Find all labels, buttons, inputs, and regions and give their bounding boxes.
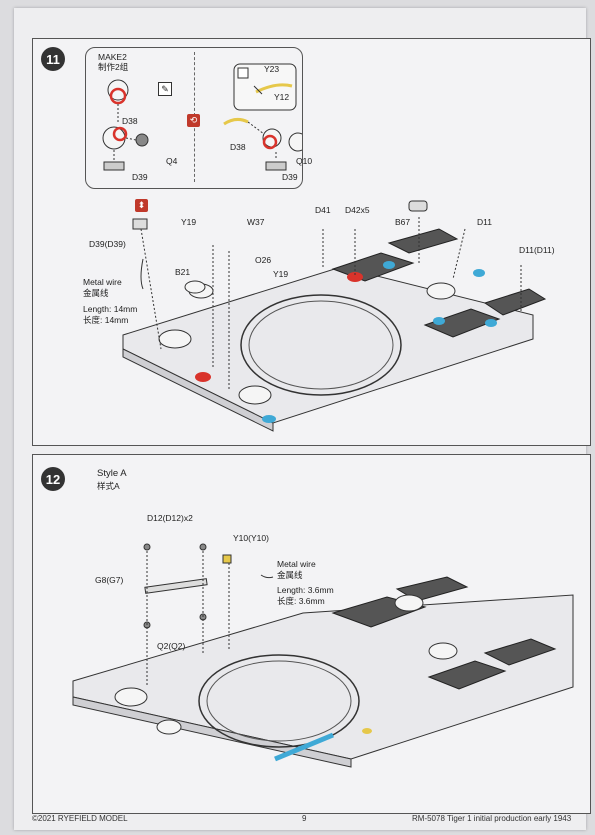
metal-wire-label: Metal wire	[83, 277, 122, 287]
part-y19-bottom: Y19	[273, 269, 289, 279]
step-12-panel: 12 Style A 样式A	[32, 454, 591, 814]
step-number: 11	[41, 47, 65, 71]
subassembly-drawing	[102, 63, 302, 171]
wire-length: Length: 3.6mm	[277, 585, 334, 595]
part-b21: B21	[175, 267, 191, 277]
step-11-panel: 11 MAKE2 制作2组 ✎ ⟲	[32, 38, 591, 446]
part-w37: W37	[247, 217, 265, 227]
hull-deck-drawing	[72, 543, 574, 768]
part-b67: B67	[395, 217, 411, 227]
part-d39-right: D39	[282, 172, 298, 182]
part-d11: D11	[477, 217, 492, 227]
flip-icon: ⬍	[135, 199, 148, 212]
part-d39-left: D39	[132, 172, 148, 182]
make-label: MAKE2	[98, 52, 127, 62]
part-y19-top: Y19	[181, 217, 197, 227]
make-label-cn: 制作2组	[98, 62, 129, 72]
part-d38-right: D38	[230, 142, 246, 152]
part-d39: D39(D39)	[89, 239, 126, 249]
metal-wire-label-cn: 金属线	[83, 288, 109, 298]
wire-length-cn: 长度: 14mm	[83, 315, 129, 325]
style-label-cn: 样式A	[97, 481, 120, 491]
wire-length-cn: 长度: 3.6mm	[277, 596, 325, 606]
style-label: Style A	[97, 468, 127, 479]
rotate-icon: ⟲	[187, 114, 200, 127]
part-d41: D41	[315, 205, 331, 215]
part-q4: Q4	[166, 156, 178, 166]
wire-length: Length: 14mm	[83, 304, 138, 314]
part-y12: Y12	[274, 92, 290, 102]
metal-wire-label: Metal wire	[277, 559, 316, 569]
part-g8: G8(G7)	[95, 575, 124, 585]
part-d11-pair: D11(D11)	[519, 245, 555, 255]
subassembly-box: MAKE2 制作2组 ✎ ⟲	[85, 47, 312, 189]
part-d12: D12(D12)x2	[147, 513, 193, 523]
part-q10: Q10	[296, 156, 313, 166]
part-y23: Y23	[264, 64, 280, 74]
part-q2: Q2(Q2)	[157, 641, 186, 651]
part-d38-left: D38	[122, 116, 138, 126]
part-d42: D42x5	[345, 205, 370, 215]
instruction-page: 11 MAKE2 制作2组 ✎ ⟲	[14, 8, 591, 830]
kit-title: RM-5078 Tiger 1 initial production early…	[412, 814, 572, 823]
page-number: 9	[302, 814, 307, 823]
part-y10: Y10(Y10)	[233, 533, 269, 543]
step-number: 12	[41, 467, 65, 491]
hull-deck-drawing	[122, 200, 547, 432]
copyright: ©2021 RYEFIELD MODEL	[32, 814, 128, 823]
glue-icon: ✎	[158, 82, 172, 96]
metal-wire-label-cn: 金属线	[277, 570, 303, 580]
part-o26: O26	[255, 255, 272, 265]
